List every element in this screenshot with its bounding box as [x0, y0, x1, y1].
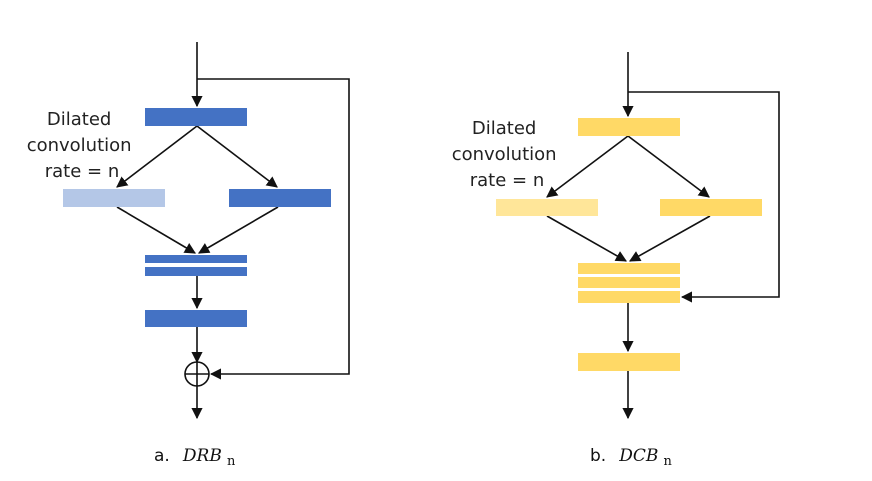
dcb-caption-prefix: b.: [590, 446, 606, 466]
dcb-caption-sub: n: [664, 454, 673, 469]
dcb-skip-connection: [628, 91, 780, 303]
drb-concat-block-upper: [145, 255, 247, 263]
drb-dilated-label: Dilated convolution rate = n: [27, 109, 138, 182]
drb-label-line-1: Dilated: [47, 109, 111, 130]
dcb-branch-right-arrow: [627, 135, 710, 198]
drb-label-line-2: convolution: [27, 135, 132, 156]
dcb-conv-block-bottom: [578, 353, 680, 371]
dcb-branch-left-arrow: [546, 135, 629, 198]
drb-branch-left-arrow: [116, 125, 198, 188]
drb-conv-block-right: [229, 189, 331, 207]
dcb-concat-block-2: [578, 277, 680, 288]
drb-skip-connection: [197, 78, 350, 380]
drb-sum-icon: [184, 361, 210, 387]
dcb-merge-right-arrow: [629, 215, 711, 262]
dcb-caption: b. DCB n: [590, 446, 673, 469]
drb-caption-sub: n: [227, 454, 236, 469]
dcb-diagram: Dilated convolution rate = n b. DCB n: [452, 52, 780, 469]
drb-merge-left-arrow: [116, 206, 196, 254]
dcb-concat-block-3: [578, 291, 680, 303]
drb-merge-right-arrow: [198, 206, 279, 254]
dcb-caption-name: DCB: [618, 446, 658, 466]
drb-caption: a. DRB n: [154, 446, 236, 469]
drb-diagram: Dilated convolution rate = n a. DRB n: [27, 42, 350, 469]
dcb-merge-left-arrow: [546, 215, 627, 262]
dcb-conv-block-top: [578, 118, 680, 136]
drb-dilated-conv-block: [63, 189, 165, 207]
dcb-concat-block-1: [578, 263, 680, 274]
drb-concat-block-lower: [145, 267, 247, 276]
drb-caption-name: DRB: [182, 446, 222, 466]
dcb-label-line-2: convolution: [452, 144, 557, 165]
dcb-dilated-conv-block: [496, 199, 598, 216]
dcb-label-line-3: rate = n: [470, 170, 545, 191]
dcb-conv-block-right: [660, 199, 762, 216]
dcb-dilated-label: Dilated convolution rate = n: [452, 118, 563, 191]
drb-conv-block-top: [145, 108, 247, 126]
dcb-label-line-1: Dilated: [472, 118, 536, 139]
drb-conv-block-bottom: [145, 310, 247, 327]
drb-caption-prefix: a.: [154, 446, 170, 466]
drb-label-line-3: rate = n: [45, 161, 120, 182]
drb-branch-right-arrow: [196, 125, 278, 188]
